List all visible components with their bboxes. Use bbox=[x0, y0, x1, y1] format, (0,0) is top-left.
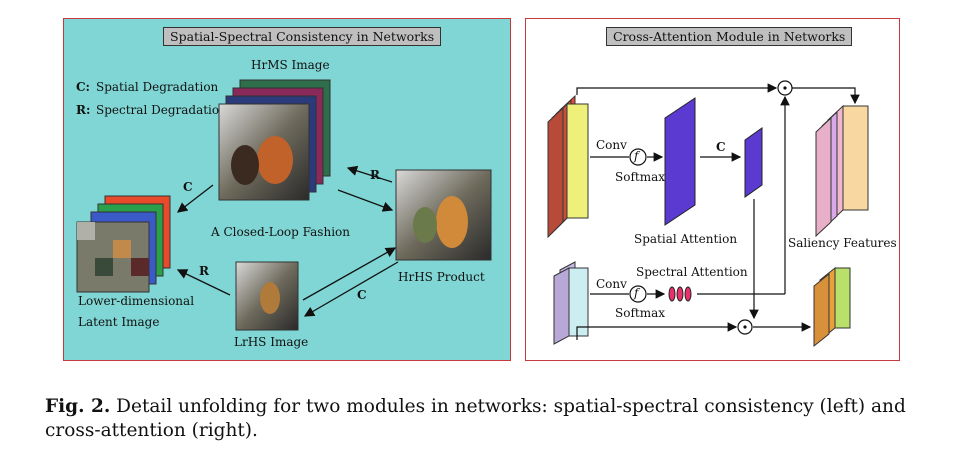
latent-image-stack bbox=[76, 195, 171, 293]
spatial-attention-map bbox=[664, 97, 696, 226]
hrhs-label: HrHS Product bbox=[398, 270, 485, 284]
input-feature-top bbox=[547, 94, 589, 239]
f-symbol-bottom: f bbox=[634, 286, 639, 300]
conv-op-top bbox=[629, 148, 647, 166]
figure-caption: Fig. 2. Detail unfolding for two modules… bbox=[45, 395, 945, 443]
legend-c-key: C: bbox=[76, 80, 90, 94]
f-symbol-top: f bbox=[634, 149, 639, 163]
spatial-spectral-title: Spatial-Spectral Consistency in Networks bbox=[163, 27, 442, 46]
arrow-lrhs-to-latent bbox=[176, 269, 231, 296]
hrms-image-stack bbox=[218, 79, 331, 201]
latent-label-line2: Latent Image bbox=[78, 315, 160, 329]
spectral-attention-vector bbox=[668, 286, 692, 302]
arrow-r-top-label: R bbox=[370, 168, 380, 182]
latent-label-line1: Lower-dimensional bbox=[78, 294, 195, 308]
lrhs-image bbox=[235, 261, 299, 331]
spatial-attention-pooled bbox=[744, 127, 763, 198]
spatial-attention-label: Spatial Attention bbox=[634, 232, 738, 246]
input-feature-bottom bbox=[553, 261, 589, 345]
arrow-input2-to-mult bbox=[576, 322, 738, 340]
saliency-features-label: Saliency Features bbox=[788, 236, 897, 250]
spectral-attention-label: Spectral Attention bbox=[636, 265, 748, 279]
arrow-input-to-mult-top bbox=[576, 83, 778, 95]
arrow-hrms-to-latent bbox=[176, 184, 214, 213]
hrms-label: HrMS Image bbox=[251, 58, 330, 72]
legend-c-text: Spatial Degradation bbox=[96, 80, 219, 94]
c-op-label: C bbox=[716, 140, 726, 154]
arrow-mult-to-saliency bbox=[792, 87, 860, 105]
conv-op-bottom bbox=[629, 285, 647, 303]
legend-r-text: Spectral Degradation bbox=[96, 103, 227, 117]
arrow-r-bottom-label: R bbox=[199, 264, 209, 278]
conv-bottom-label: Conv bbox=[596, 277, 627, 291]
cross-attention-title: Cross-Attention Module in Networks bbox=[606, 27, 853, 46]
softmax-top-label: Softmax bbox=[615, 170, 666, 184]
caption-text: Detail unfolding for two modules in netw… bbox=[45, 396, 906, 441]
arrow-hrms-to-hrhs bbox=[337, 189, 394, 212]
hrhs-product-image bbox=[395, 169, 492, 261]
arrow-hrhs-to-lrhs bbox=[303, 261, 399, 317]
softmax-bottom-label: Softmax bbox=[615, 306, 666, 320]
arrow-c-bottom-label: C bbox=[357, 288, 367, 302]
arrow-lrhs-to-hrhs bbox=[302, 247, 397, 301]
figure-number: Fig. 2. bbox=[45, 396, 111, 417]
saliency-features-stack bbox=[815, 104, 869, 238]
multiply-op-bottom bbox=[737, 319, 753, 335]
legend-r-key: R: bbox=[76, 103, 91, 117]
closed-loop-label: A Closed-Loop Fashion bbox=[211, 225, 350, 239]
lrhs-label: LrHS Image bbox=[234, 335, 309, 349]
conv-top-label: Conv bbox=[596, 138, 627, 152]
cross-attention-panel bbox=[525, 18, 900, 361]
output-feature-stack bbox=[813, 266, 851, 348]
arrow-c-top-label: C bbox=[183, 180, 193, 194]
arrow-hrhs-to-hrms bbox=[346, 165, 393, 183]
